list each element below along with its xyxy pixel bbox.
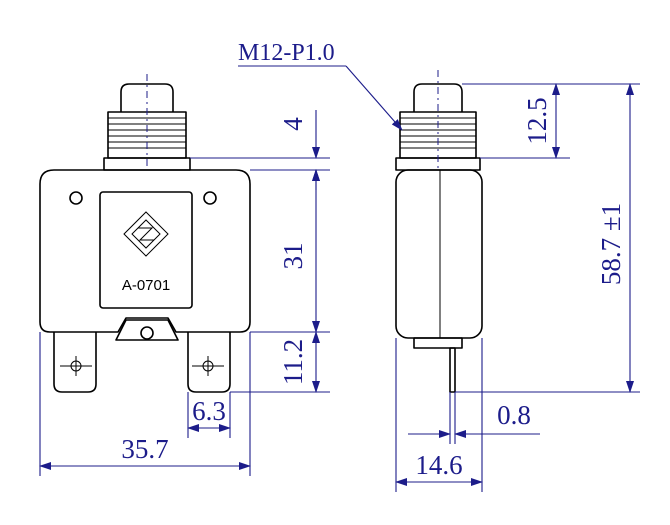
- dim-thread-height: 12.5: [522, 97, 552, 144]
- front-bottom-boss: [115, 319, 179, 341]
- front-mount-hole-left: [69, 191, 83, 205]
- side-dimensions: M12-P1.0 12.5 58.7 ±1 0.8 14.6: [238, 40, 640, 492]
- front-button-cap: [120, 83, 174, 112]
- front-thread-collar: [107, 111, 187, 159]
- side-body: [395, 169, 483, 339]
- front-terminal-right: [187, 332, 231, 393]
- front-mount-hole-right: [203, 191, 217, 205]
- dim-terminal-width: 6.3: [192, 396, 226, 426]
- dim-body-height: 31: [278, 243, 308, 270]
- brand-logo-icon: [123, 211, 169, 257]
- side-view: [395, 70, 483, 393]
- front-terminal-left: [53, 332, 97, 393]
- front-bottom-hole: [140, 326, 154, 340]
- front-label-plate: [99, 191, 193, 309]
- dim-terminal-thickness: 0.8: [497, 400, 531, 430]
- thread-callout: M12-P1.0: [238, 40, 335, 66]
- dim-side-width: 14.6: [415, 450, 462, 480]
- side-terminal-blade: [449, 347, 456, 393]
- dim-total-height: 58.7 ±1: [596, 203, 626, 285]
- dim-terminal-length: 11.2: [278, 339, 308, 385]
- side-button-cap: [413, 83, 463, 112]
- front-view: A-0701: [39, 74, 251, 393]
- front-body: [39, 169, 251, 333]
- model-label: A-0701: [122, 277, 170, 294]
- front-dimensions: 4 31 11.2 6.3 35.7: [39, 110, 330, 476]
- side-bottom-lip: [413, 337, 463, 349]
- side-thread-collar: [399, 111, 477, 159]
- dim-total-width: 35.7: [121, 434, 168, 464]
- dim-button-height: 4: [278, 117, 308, 131]
